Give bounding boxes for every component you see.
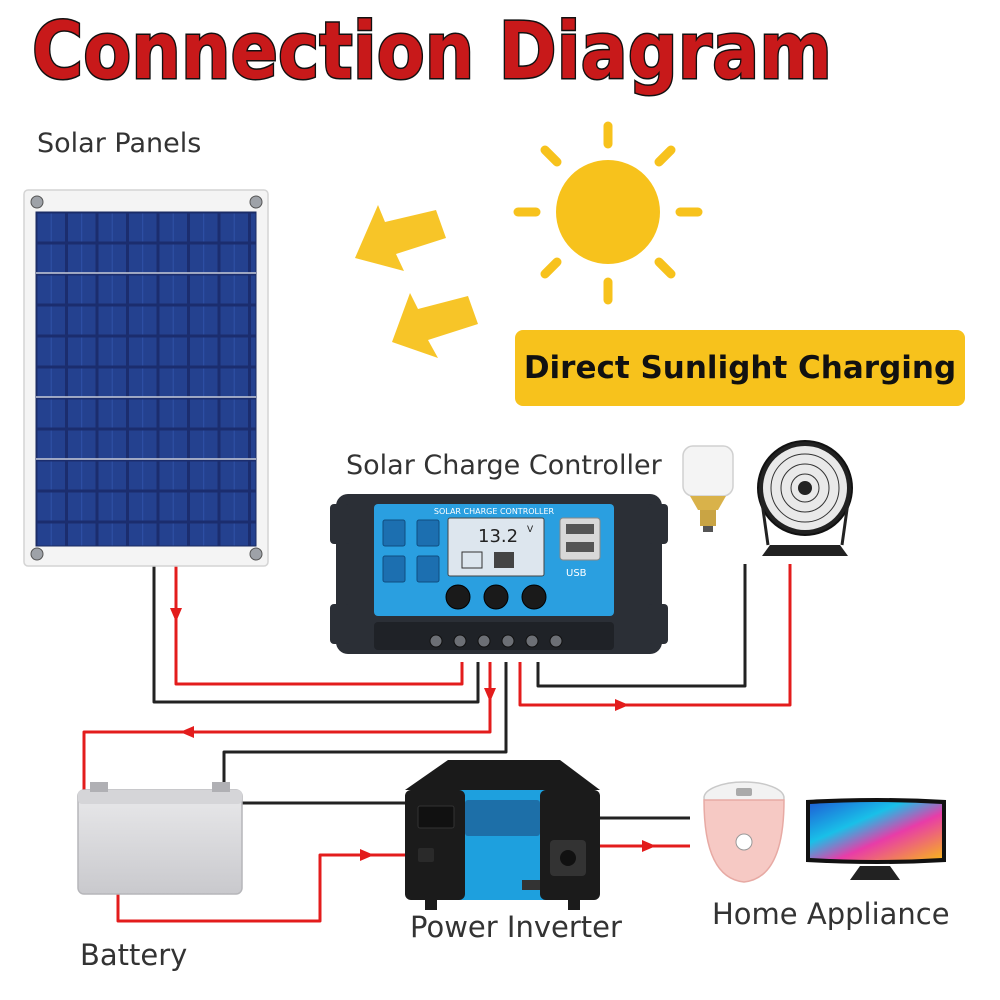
power-inverter-icon [405, 760, 600, 910]
wire-inverter-positive [116, 853, 405, 923]
home-appliance-label: Home Appliance [712, 897, 950, 931]
wire-battery-positive [82, 662, 492, 790]
controller-header: SOLAR CHARGE CONTROLLER [434, 507, 555, 516]
inverter-power-switch[interactable] [418, 848, 434, 862]
controller-voltage: 13.2 [478, 526, 518, 547]
sunlight-badge: Direct Sunlight Charging [515, 330, 965, 406]
usb-label: USB [566, 568, 587, 579]
light-bulb-icon [682, 445, 734, 532]
controller-voltage-unit: V [527, 525, 534, 535]
controller-lcd [447, 517, 545, 577]
power-inverter-label: Power Inverter [410, 910, 622, 944]
solar-panel-icon [23, 189, 269, 567]
wire-battery-negative [222, 662, 508, 790]
fan-icon [757, 440, 853, 556]
wire-solar-positive [174, 566, 464, 686]
charge-controller-device: SOLAR CHARGE CONTROLLER 13.2 V USB [330, 494, 668, 654]
controller-up-button[interactable] [483, 584, 509, 610]
sunlight-badge-text: Direct Sunlight Charging [523, 350, 957, 386]
page-title: Connection Diagram [31, 6, 834, 99]
sun-icon [513, 121, 703, 305]
controller-down-button[interactable] [521, 584, 547, 610]
wire-load-positive [518, 564, 792, 707]
television-icon [806, 798, 946, 880]
battery-label: Battery [80, 938, 188, 972]
rice-cooker-icon [703, 781, 785, 883]
charge-controller-label: Solar Charge Controller [346, 450, 662, 481]
flow-arrow-icon [170, 608, 656, 861]
sunlight-arrow-icon [355, 205, 478, 358]
battery-icon [77, 782, 243, 895]
inverter-display [417, 805, 455, 829]
wire-solar-negative [152, 566, 480, 704]
wire-load-negative [536, 564, 747, 688]
solar-panels-label: Solar Panels [37, 128, 202, 159]
controller-menu-button[interactable] [445, 584, 471, 610]
title-text: Connection Diagram [32, 7, 832, 97]
